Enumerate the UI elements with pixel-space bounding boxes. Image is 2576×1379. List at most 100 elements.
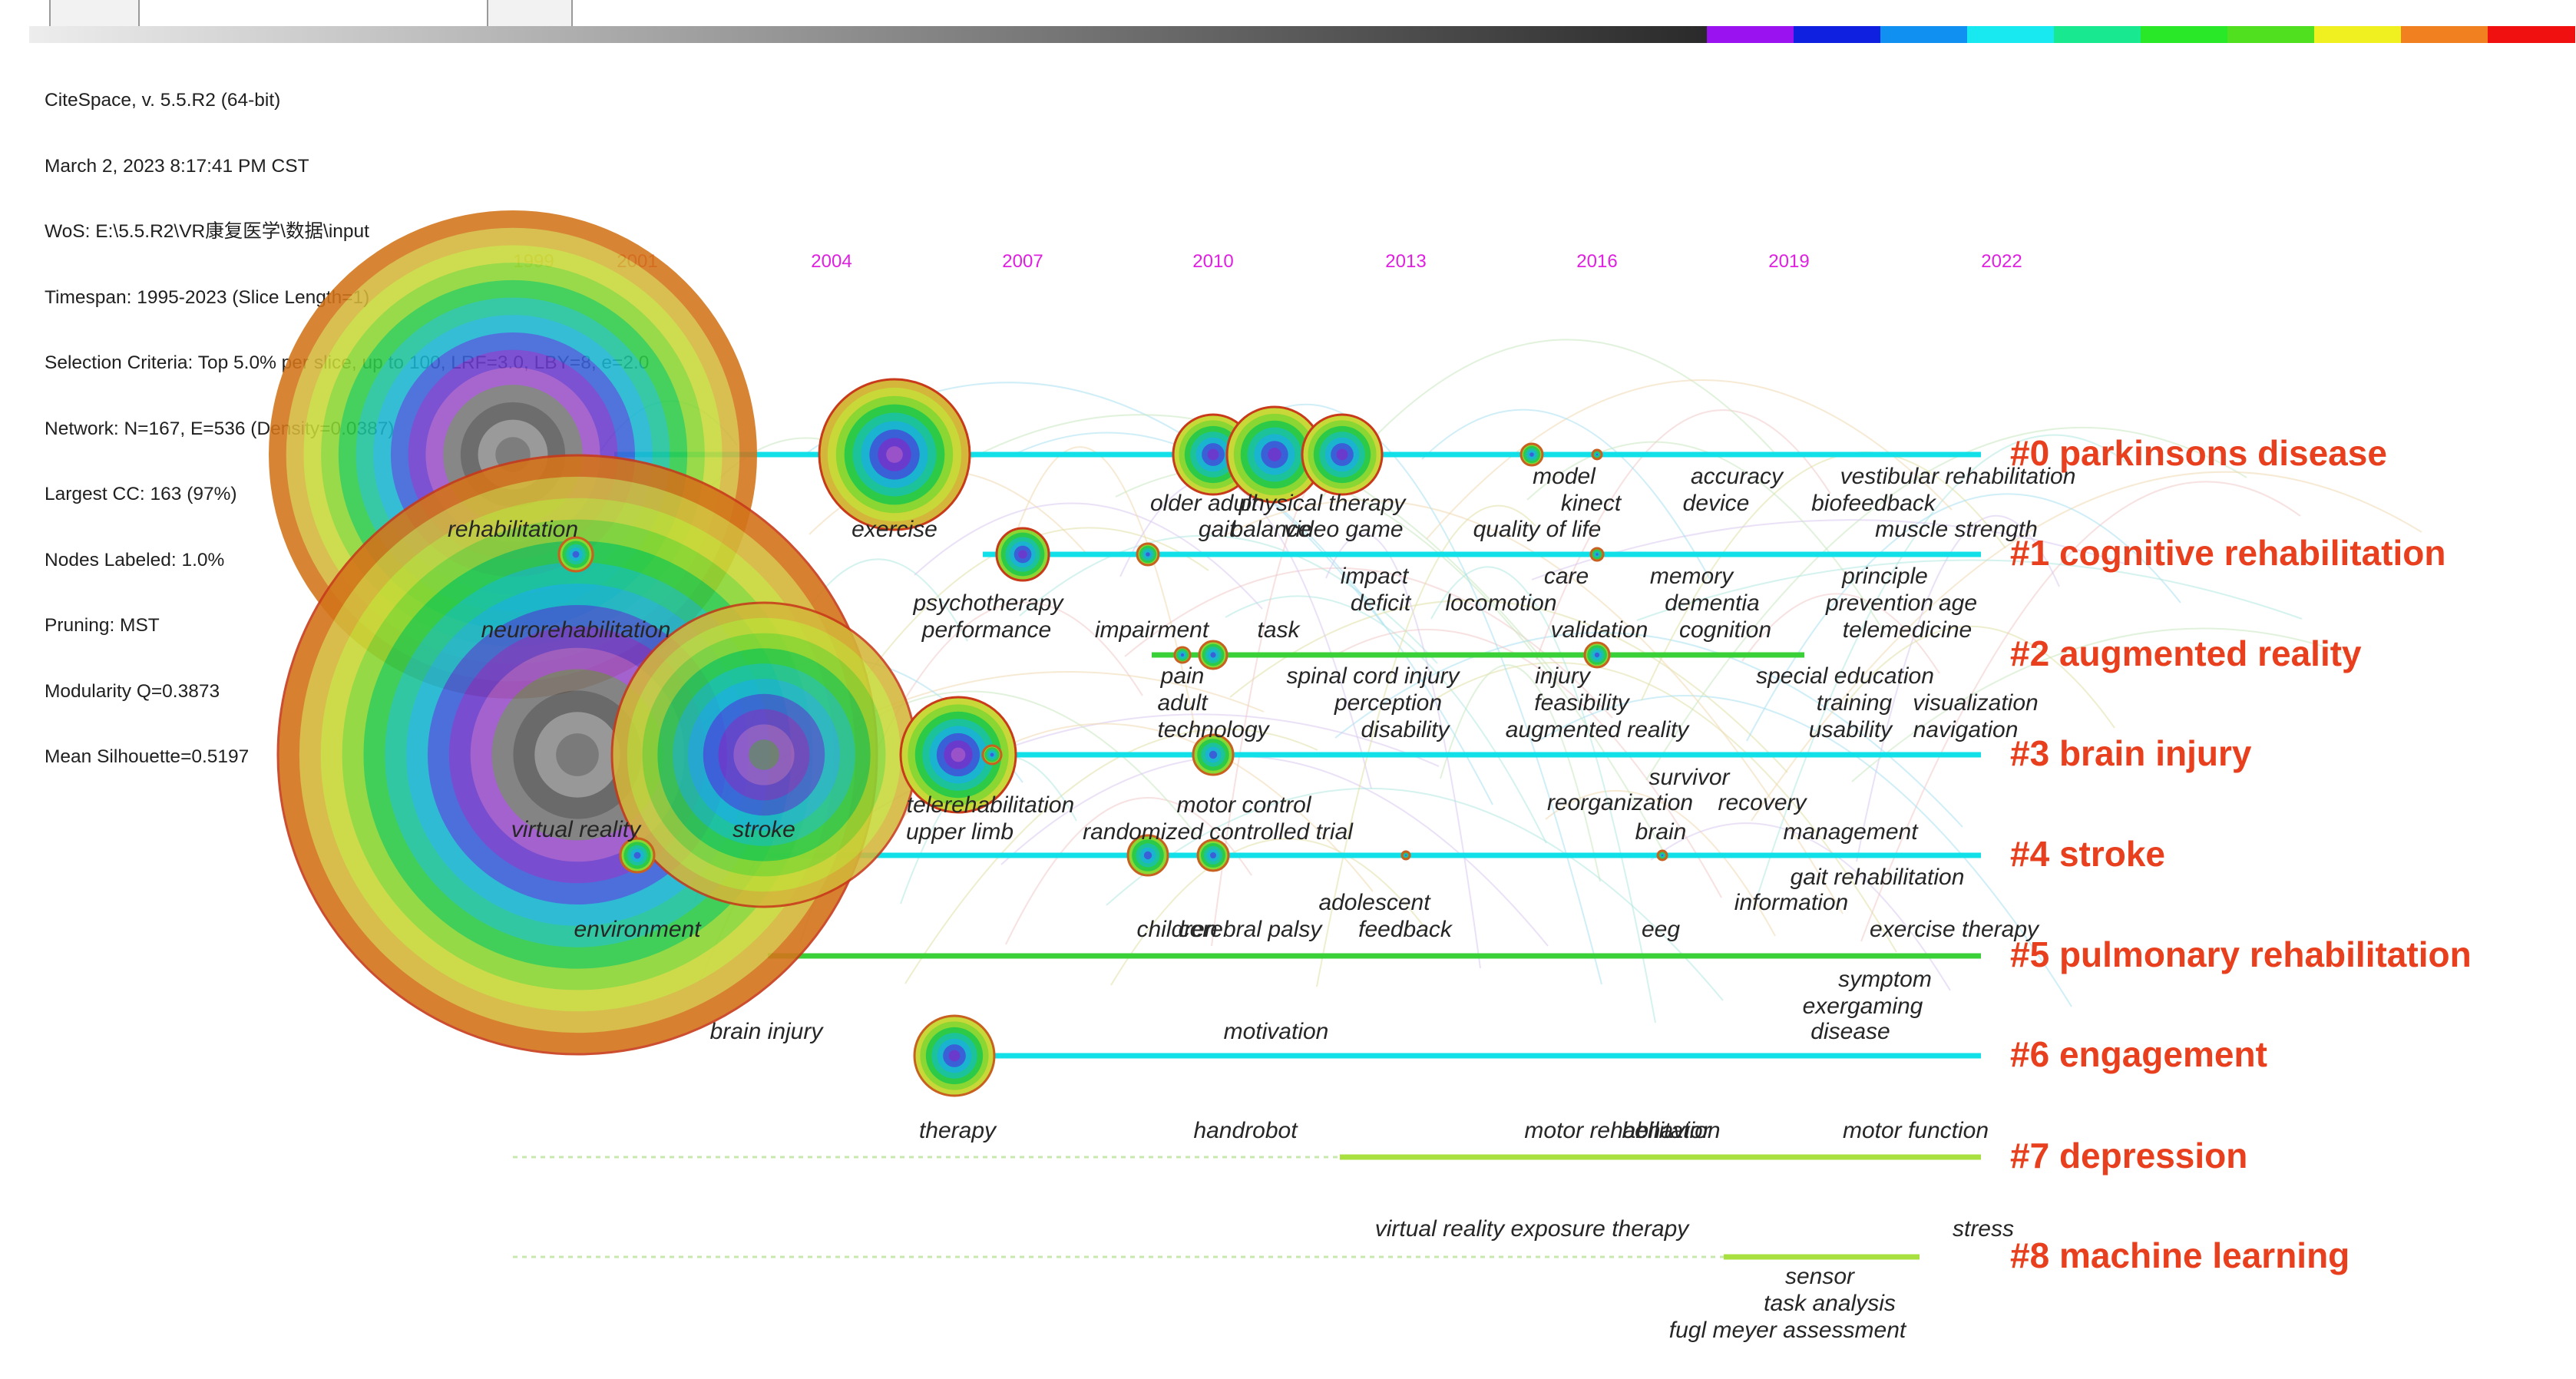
keyword-principle[interactable]: principle bbox=[1841, 564, 1928, 589]
keyword-balance[interactable]: balance bbox=[1230, 517, 1311, 542]
keyword-neurorehabilitation[interactable]: neurorehabilitation bbox=[481, 617, 671, 643]
node-technology[interactable] bbox=[1192, 733, 1235, 776]
keyword-rehabilitation[interactable]: rehabilitation bbox=[448, 517, 578, 542]
keyword-performance[interactable]: performance bbox=[921, 617, 1051, 643]
keyword-physical-therapy[interactable]: physical therapy bbox=[1238, 491, 1407, 516]
keyword-model[interactable]: model bbox=[1533, 464, 1596, 489]
keyword-recovery[interactable]: recovery bbox=[1718, 790, 1807, 815]
keyword-impairment[interactable]: impairment bbox=[1095, 617, 1210, 643]
keyword-environment[interactable]: environment bbox=[574, 917, 702, 942]
keyword-virtual-reality[interactable]: virtual reality bbox=[511, 817, 642, 842]
keyword-injury[interactable]: injury bbox=[1535, 663, 1592, 689]
keyword-prevention[interactable]: prevention bbox=[1825, 590, 1933, 616]
node-spinal-cord-injury[interactable] bbox=[1173, 646, 1192, 664]
node-validation[interactable] bbox=[1583, 641, 1611, 669]
cluster-label-3-brain-injury[interactable]: #3 brain injury bbox=[2010, 733, 2252, 773]
keyword-gait-rehabilitation[interactable]: gait rehabilitation bbox=[1791, 865, 1965, 890]
keyword-adult[interactable]: adult bbox=[1157, 690, 1209, 716]
keyword-training[interactable]: training bbox=[1817, 690, 1893, 716]
keyword-task[interactable]: task bbox=[1257, 617, 1301, 643]
keyword-children[interactable]: children bbox=[1136, 917, 1217, 942]
node-pain[interactable] bbox=[1198, 640, 1228, 670]
keyword-disability[interactable]: disability bbox=[1361, 717, 1450, 742]
keyword-motor-control[interactable]: motor control bbox=[1176, 792, 1311, 818]
keyword-exercise[interactable]: exercise bbox=[852, 517, 937, 542]
keyword-locomotion[interactable]: locomotion bbox=[1445, 590, 1556, 616]
keyword-care[interactable]: care bbox=[1544, 564, 1589, 589]
keyword-feasibility[interactable]: feasibility bbox=[1534, 690, 1630, 716]
node-exercise[interactable] bbox=[818, 378, 971, 531]
keyword-sensor[interactable]: sensor bbox=[1785, 1264, 1855, 1289]
keyword-usability[interactable]: usability bbox=[1809, 717, 1893, 742]
keyword-task-analysis[interactable]: task analysis bbox=[1764, 1291, 1896, 1316]
node-model[interactable] bbox=[1519, 442, 1544, 467]
keyword-motivation[interactable]: motivation bbox=[1224, 1019, 1329, 1044]
keyword-information[interactable]: information bbox=[1734, 890, 1848, 915]
keyword-fugl-meyer-assessment[interactable]: fugl meyer assessment bbox=[1669, 1318, 1907, 1343]
keyword-impact[interactable]: impact bbox=[1341, 564, 1410, 589]
keyword-survivor[interactable]: survivor bbox=[1648, 765, 1730, 790]
keyword-cerebral-palsy[interactable]: cerebral palsy bbox=[1179, 917, 1324, 942]
keyword-handrobot[interactable]: handrobot bbox=[1193, 1118, 1298, 1143]
node-kinect[interactable] bbox=[1591, 448, 1603, 461]
keyword-kinect[interactable]: kinect bbox=[1561, 491, 1622, 516]
keyword-cognition[interactable]: cognition bbox=[1679, 617, 1771, 643]
keyword-biofeedback[interactable]: biofeedback bbox=[1811, 491, 1937, 516]
keyword-motor-rehabilitation[interactable]: motor rehabilitation bbox=[1524, 1118, 1720, 1143]
cluster-label-4-stroke[interactable]: #4 stroke bbox=[2010, 834, 2165, 874]
keyword-spinal-cord-injury[interactable]: spinal cord injury bbox=[1286, 663, 1460, 689]
keyword-motor-function[interactable]: motor function bbox=[1843, 1118, 1989, 1143]
keyword-dementia[interactable]: dementia bbox=[1665, 590, 1759, 616]
keyword-memory[interactable]: memory bbox=[1650, 564, 1734, 589]
keyword-accuracy[interactable]: accuracy bbox=[1691, 464, 1784, 489]
keyword-brain-injury[interactable]: brain injury bbox=[710, 1019, 825, 1044]
cluster-label-1-cognitive-rehabilitation[interactable]: #1 cognitive rehabilitation bbox=[2010, 533, 2445, 573]
node-therapy[interactable] bbox=[913, 1014, 996, 1097]
node-adult[interactable] bbox=[981, 744, 1003, 766]
cluster-label-6-engagement[interactable]: #6 engagement bbox=[2010, 1034, 2267, 1074]
keyword-exergaming[interactable]: exergaming bbox=[1803, 994, 1923, 1019]
keyword-older-adult[interactable]: older adult bbox=[1150, 491, 1259, 516]
cluster-label-7-depression[interactable]: #7 depression bbox=[2010, 1136, 2247, 1176]
keyword-gait[interactable]: gait bbox=[1199, 517, 1237, 542]
keyword-exercise-therapy[interactable]: exercise therapy bbox=[1870, 917, 2040, 942]
keyword-device[interactable]: device bbox=[1683, 491, 1750, 516]
keyword-perception[interactable]: perception bbox=[1334, 690, 1442, 716]
keyword-telerehabilitation[interactable]: telerehabilitation bbox=[907, 792, 1074, 818]
node-balance[interactable] bbox=[1301, 413, 1384, 496]
keyword-visualization[interactable]: visualization bbox=[1913, 690, 2038, 716]
keyword-pain[interactable]: pain bbox=[1160, 663, 1205, 689]
cluster-label-5-pulmonary-rehabilitation[interactable]: #5 pulmonary rehabilitation bbox=[2010, 934, 2472, 974]
cluster-label-0-parkinsons-disease[interactable]: #0 parkinsons disease bbox=[2010, 433, 2387, 473]
keyword-vestibular-rehabilitation[interactable]: vestibular rehabilitation bbox=[1840, 464, 2076, 489]
keyword-navigation[interactable]: navigation bbox=[1913, 717, 2019, 742]
node-motor-control[interactable] bbox=[1196, 838, 1230, 872]
keyword-upper-limb[interactable]: upper limb bbox=[906, 819, 1014, 845]
keyword-feedback[interactable]: feedback bbox=[1358, 917, 1453, 942]
keyword-deficit[interactable]: deficit bbox=[1351, 590, 1412, 616]
node-physical-therapy[interactable] bbox=[1225, 405, 1324, 504]
node-randomized-controlled-trial[interactable] bbox=[1126, 834, 1169, 877]
keyword-disease[interactable]: disease bbox=[1810, 1019, 1890, 1044]
keyword-age[interactable]: age bbox=[1939, 590, 1977, 616]
node-care[interactable] bbox=[1589, 547, 1605, 562]
keyword-telemedicine[interactable]: telemedicine bbox=[1843, 617, 1972, 643]
keyword-special-education[interactable]: special education bbox=[1756, 663, 1934, 689]
cluster-label-8-machine-learning[interactable]: #8 machine learning bbox=[2010, 1235, 2349, 1275]
keyword-augmented-reality[interactable]: augmented reality bbox=[1506, 717, 1690, 742]
keyword-eeg[interactable]: eeg bbox=[1642, 917, 1680, 942]
keyword-management[interactable]: management bbox=[1783, 819, 1919, 845]
keyword-brain[interactable]: brain bbox=[1635, 819, 1687, 845]
keyword-randomized-controlled-trial[interactable]: randomized controlled trial bbox=[1083, 819, 1354, 845]
keyword-therapy[interactable]: therapy bbox=[919, 1118, 997, 1143]
cluster-label-2-augmented-reality[interactable]: #2 augmented reality bbox=[2010, 633, 2362, 673]
node-management[interactable] bbox=[1656, 849, 1668, 861]
keyword-symptom[interactable]: symptom bbox=[1838, 967, 1932, 992]
node-psychotherapy[interactable] bbox=[995, 527, 1050, 582]
node-upper-limb[interactable] bbox=[619, 837, 656, 874]
keyword-reorganization[interactable]: reorganization bbox=[1547, 790, 1693, 815]
keyword-muscle-strength[interactable]: muscle strength bbox=[1875, 517, 2038, 542]
keyword-psychotherapy[interactable]: psychotherapy bbox=[912, 590, 1064, 616]
keyword-virtual-reality-exposure-therapy[interactable]: virtual reality exposure therapy bbox=[1375, 1216, 1691, 1242]
keyword-validation[interactable]: validation bbox=[1551, 617, 1648, 643]
